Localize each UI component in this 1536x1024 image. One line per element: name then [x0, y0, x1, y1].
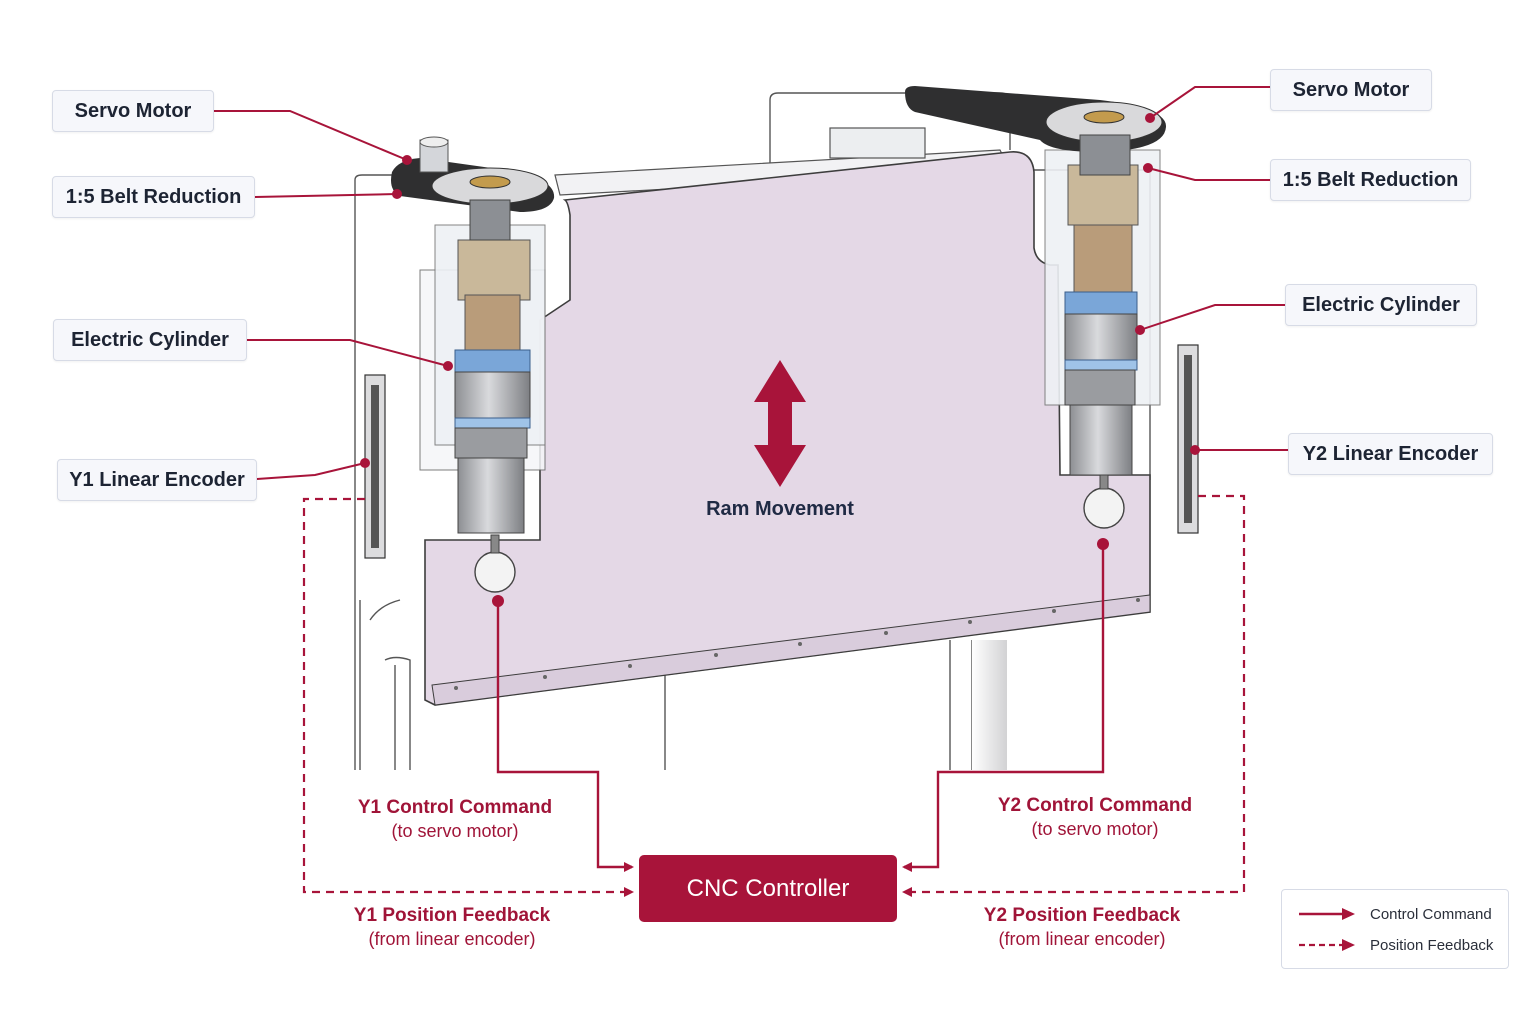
y1-control-subtitle: (to servo motor)	[391, 821, 519, 841]
ram-bolts	[454, 598, 1140, 690]
y2-control-title: Y2 Control Command	[997, 795, 1193, 816]
y1-position-feedback-label: Y1 Position Feedback (from linear encode…	[322, 905, 582, 950]
legend-control-command-text: Control Command	[1370, 905, 1492, 923]
cnc-controller-box: CNC Controller	[639, 855, 897, 922]
y2-linear-encoder-label: Y2 Linear Encoder	[1288, 433, 1493, 475]
electric-cylinder-right-label: Electric Cylinder	[1285, 284, 1477, 326]
electric-cylinder-left-label: Electric Cylinder	[53, 319, 247, 361]
left-belt-pulley	[391, 136, 555, 241]
y2-feedback-subtitle: (from linear encoder)	[998, 929, 1166, 949]
y1-feedback-subtitle: (from linear encoder)	[368, 929, 536, 949]
solid-arrow-icon	[1299, 908, 1355, 920]
callout-anchor-dots	[360, 113, 1200, 607]
ram-movement-arrow	[754, 360, 806, 487]
legend-control-command: Control Command	[1298, 904, 1492, 924]
right-belt-pulley	[905, 86, 1166, 176]
right-cylinder-assembly	[1044, 149, 1161, 529]
y2-feedback-title: Y2 Position Feedback	[983, 905, 1181, 926]
servo-motor-right-label: Servo Motor	[1270, 69, 1432, 111]
legend-position-feedback-text: Position Feedback	[1370, 936, 1494, 954]
belt-reduction-right-label: 1:5 Belt Reduction	[1270, 159, 1471, 201]
y2-position-feedback-label: Y2 Position Feedback (from linear encode…	[952, 905, 1212, 950]
legend-position-feedback: Position Feedback	[1298, 935, 1493, 955]
belt-reduction-left-label: 1:5 Belt Reduction	[52, 176, 255, 218]
legend: Control Command Position Feedback	[1281, 889, 1509, 969]
dashed-arrow-icon	[1299, 939, 1355, 951]
y2-control-command-label: Y2 Control Command (to servo motor)	[965, 795, 1225, 840]
control-command-paths	[496, 544, 1105, 872]
position-feedback-paths	[302, 494, 1246, 897]
y1-control-title: Y1 Control Command	[357, 797, 553, 818]
y2-encoder-rail	[1177, 344, 1199, 534]
y1-linear-encoder-label: Y1 Linear Encoder	[57, 459, 257, 501]
servo-motor-left-label: Servo Motor	[52, 90, 214, 132]
frame-shadow	[972, 640, 1007, 770]
y1-feedback-title: Y1 Position Feedback	[353, 905, 551, 926]
left-cylinder-assembly	[419, 224, 546, 593]
ram-movement-label: Ram Movement	[706, 498, 854, 520]
callout-leaders	[214, 86, 1288, 480]
y1-control-command-label: Y1 Control Command (to servo motor)	[325, 797, 585, 842]
y2-control-subtitle: (to servo motor)	[1031, 819, 1159, 839]
